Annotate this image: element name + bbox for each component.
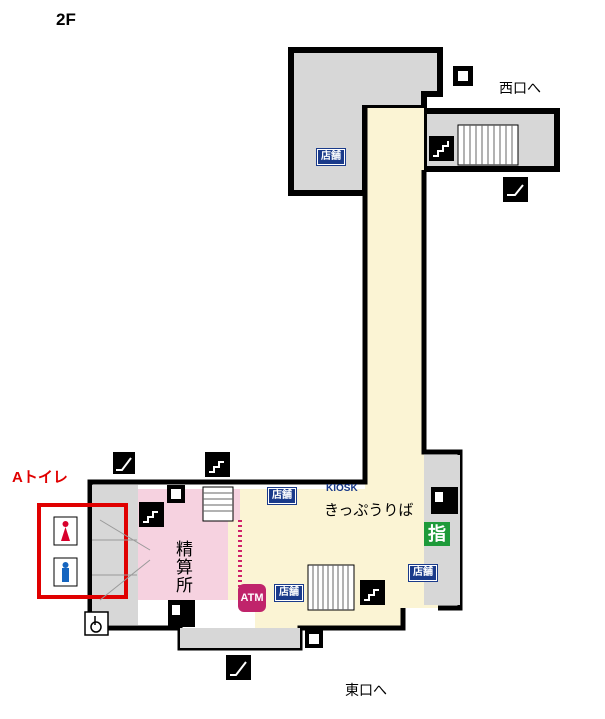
atm-icon: ATM [238,584,266,612]
escalator-icon [503,177,528,202]
central-stairs [307,564,355,611]
shop-tag: 店舗 [267,487,297,505]
shop-tag: 店舗 [408,564,438,582]
toilet-building [92,485,138,625]
west-exit-label: 西口へ [499,80,541,96]
fare-adjustment-label: 精算所 [173,540,192,594]
east-corridor-wall [421,170,463,611]
west-stairs [202,486,234,522]
stairs-up-icon [360,580,385,605]
kiosk-label: KIOSK [326,483,358,494]
ticket-office-label: きっぷうりば [324,502,414,519]
stairs-up-icon [139,502,164,527]
northeast-stairs [457,124,519,166]
shop-tag: 店舗 [274,584,304,602]
stairs-up-icon [429,136,454,161]
floor-label: 2F [56,10,76,29]
east-exit-label: 東口へ [345,682,387,698]
escalator-icon [113,452,135,474]
south-passage [180,628,300,648]
stairs-up-icon [205,452,230,477]
shop-tag: 店舗 [316,148,346,166]
escalator-icon [226,655,251,680]
toilet-label: Aトイレ [12,469,68,486]
toilet-highlight-frame [37,503,128,599]
reserved-seat-icon: 指 [424,522,450,546]
